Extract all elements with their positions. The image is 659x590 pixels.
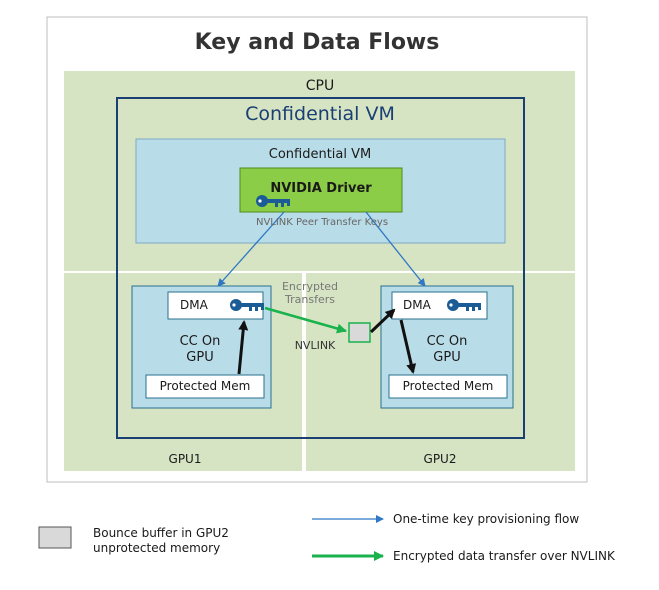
gpu2-protected-mem-box — [388, 374, 508, 399]
key-provisioning-arrow-gpu1 — [217, 211, 285, 287]
legend-bounce-label: Bounce buffer in GPU2 unprotected memory — [93, 526, 229, 555]
gpu1-protected-mem-label: Protected Mem — [159, 379, 251, 393]
gpu1-dma-label: DMA — [180, 298, 208, 312]
legend-key-flow-label: One-time key provisioning flow — [393, 512, 580, 526]
nvlink-label: NVLINK — [294, 339, 336, 352]
bounce-buffer — [348, 322, 371, 343]
buffer-to-gpu2-dma-arrow — [369, 308, 396, 334]
gpu1-label: GPU1 — [168, 452, 202, 466]
encrypted-transfer-arrow — [264, 306, 347, 334]
gpu1-protected-mem-box — [145, 374, 265, 399]
confidential-vm-outer-label: Confidential VM — [245, 103, 395, 125]
gpu2-dma-to-mem-arrow — [399, 319, 417, 374]
diagram-title: Key and Data Flows — [194, 30, 440, 55]
confidential-vm-inner-label: Confidential VM — [268, 147, 372, 162]
gpu2-protected-mem-label: Protected Mem — [402, 379, 494, 393]
gpu2-cc-label: CC On GPU — [426, 334, 468, 365]
nvidia-driver-label: NVIDIA Driver — [270, 181, 372, 196]
gpu1-mem-to-dma-arrow — [237, 320, 249, 375]
confidential-vm-outer-box — [116, 97, 525, 439]
key-provisioning-arrow-gpu2 — [365, 211, 426, 287]
legend-bounce-swatch — [38, 526, 72, 549]
gpu1-cc-label: CC On GPU — [179, 334, 221, 365]
nvidia-driver-box — [239, 167, 403, 213]
encrypted-transfers-label: Encrypted Transfers — [281, 280, 339, 306]
gpu2-label: GPU2 — [423, 452, 457, 466]
gpu2-dma-label: DMA — [403, 298, 431, 312]
nvlink-peer-keys-label: NVLINK Peer Transfer Keys — [255, 217, 389, 228]
cpu-label: CPU — [305, 78, 335, 94]
legend-data-flow-label: Encrypted data transfer over NVLINK — [393, 549, 615, 563]
